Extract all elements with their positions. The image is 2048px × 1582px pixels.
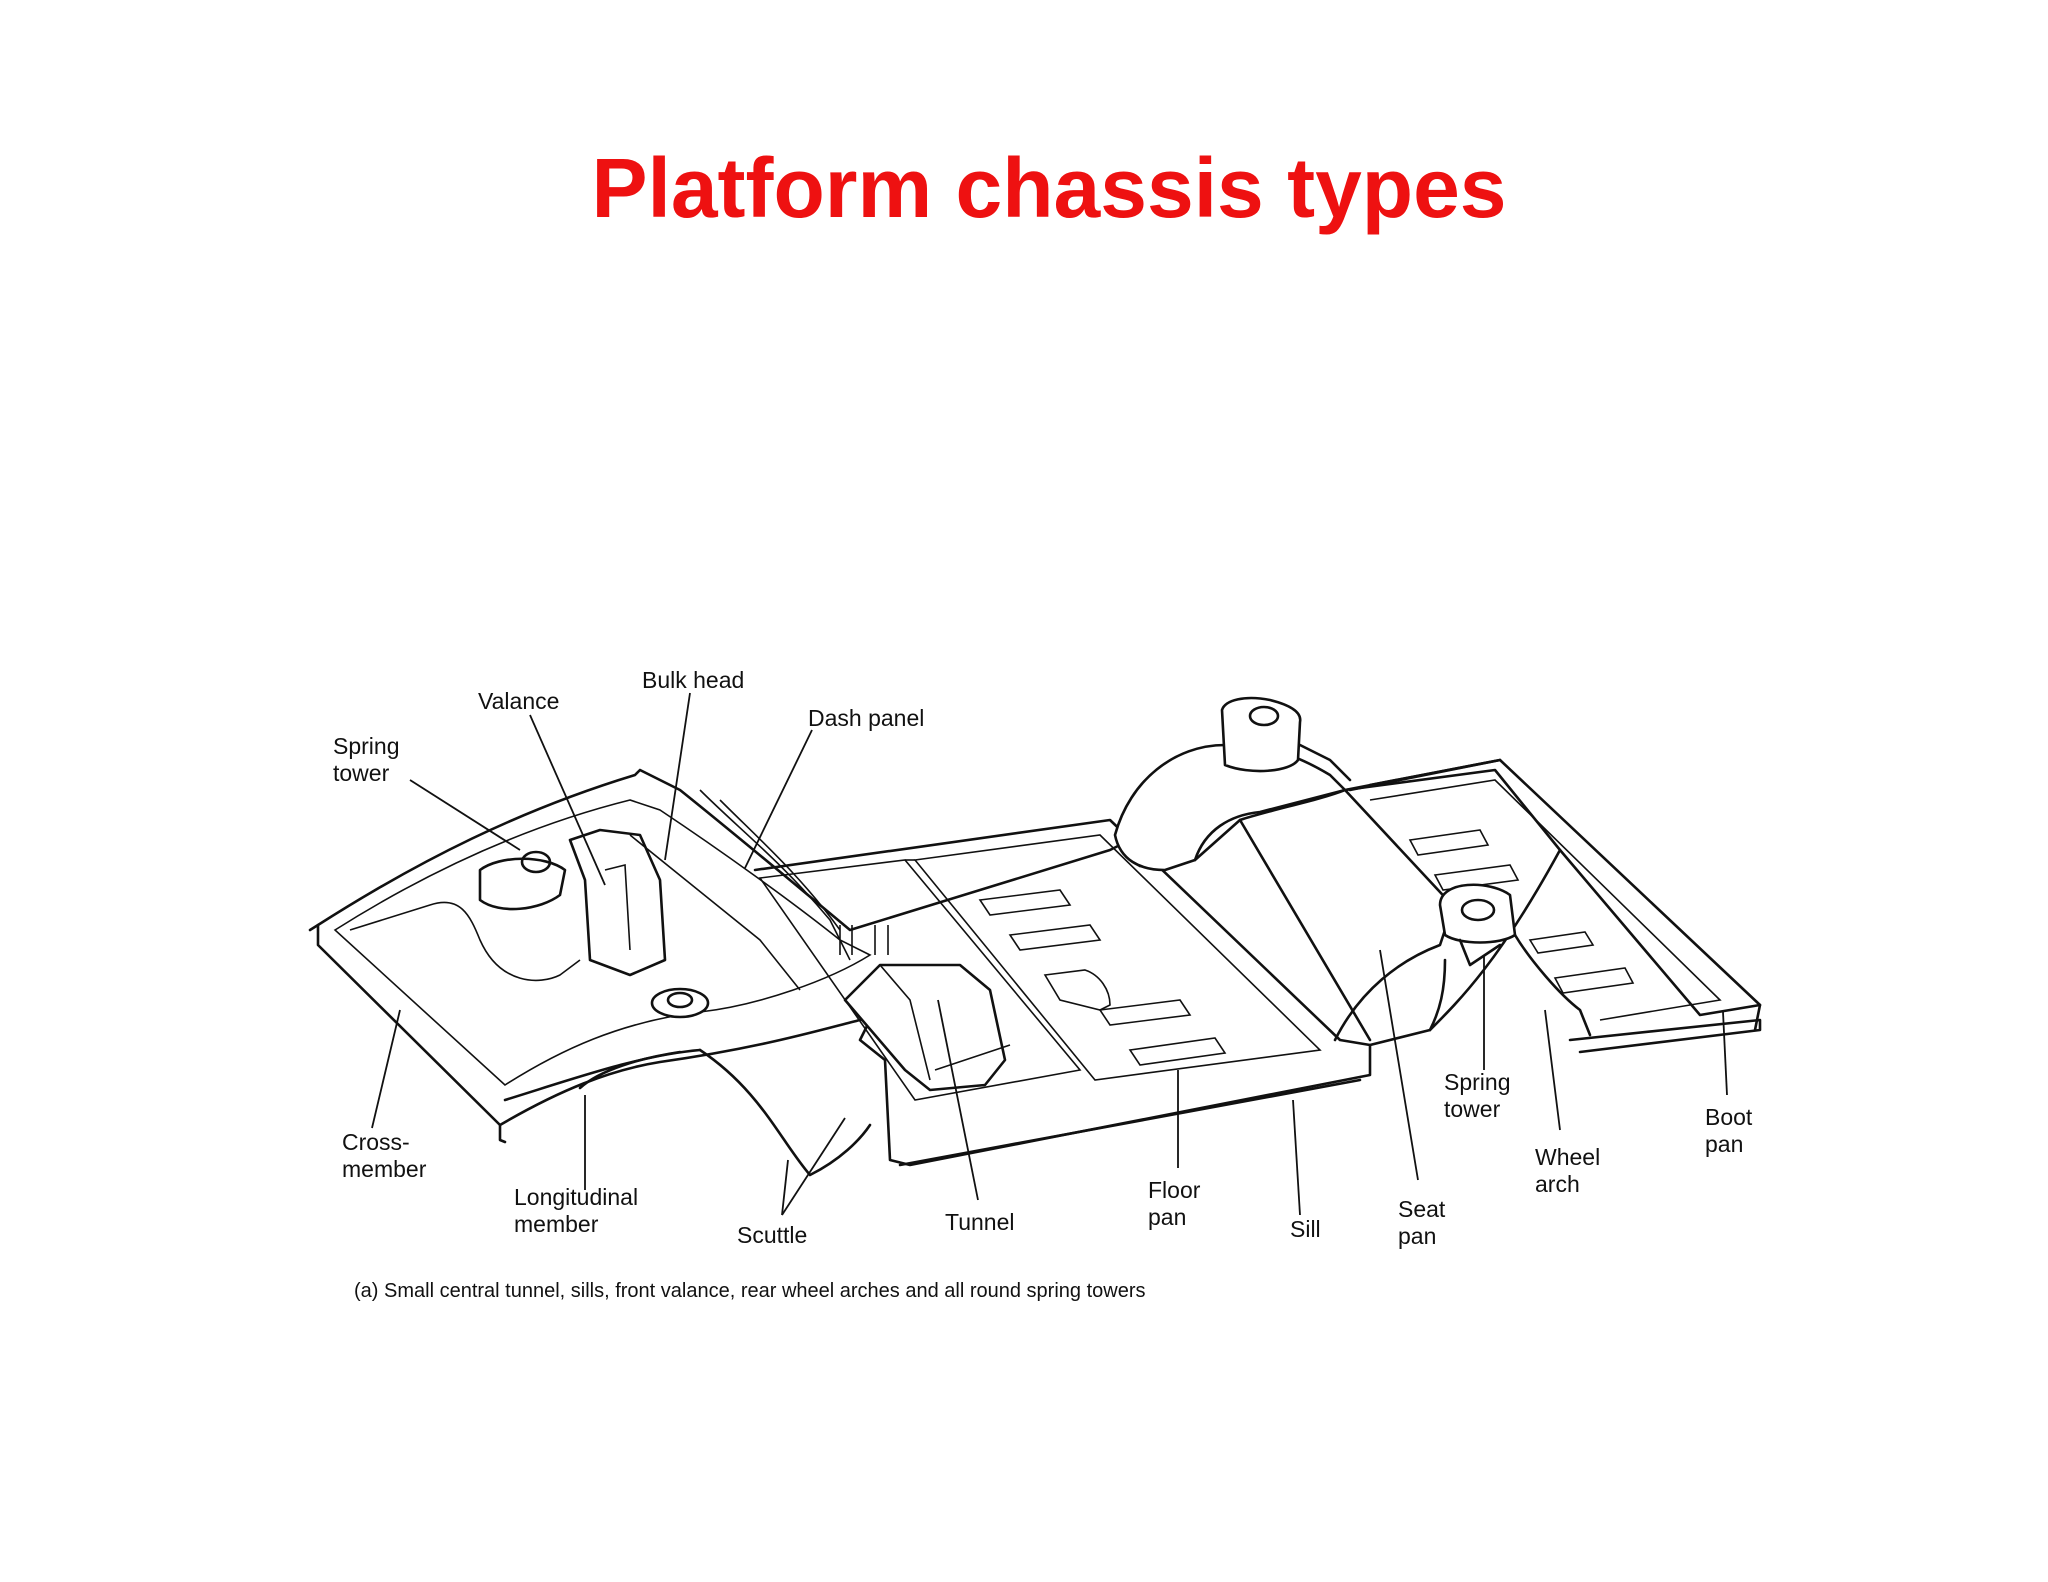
label-tunnel: Tunnel xyxy=(945,1209,1014,1235)
label-floor-pan-line2: pan xyxy=(1148,1204,1186,1230)
label-scuttle: Scuttle xyxy=(737,1222,807,1248)
label-seat-pan-line2: pan xyxy=(1398,1223,1436,1249)
label-floor-pan-line1: Floor xyxy=(1148,1177,1201,1203)
label-longitudinal-member-line1: Longitudinal xyxy=(514,1184,638,1210)
figure-caption: (a) Small central tunnel, sills, front v… xyxy=(354,1280,1145,1302)
label-cross-member-line1: Cross- xyxy=(342,1129,410,1155)
label-spring-tower-rear-line2: tower xyxy=(1444,1096,1501,1122)
label-cross-member-line2: member xyxy=(342,1156,427,1182)
chassis-drawing xyxy=(308,696,1762,1177)
slide-title: Platform chassis types xyxy=(591,141,1507,235)
label-boot-pan-line1: Boot xyxy=(1705,1104,1753,1130)
label-boot-pan-line2: pan xyxy=(1705,1131,1743,1157)
label-wheel-arch-line1: Wheel xyxy=(1535,1144,1600,1170)
label-seat-pan-line1: Seat xyxy=(1398,1196,1446,1222)
diagram-labels: Bulk head Valance Dash panel Spring towe… xyxy=(333,667,1753,1249)
label-bulk-head: Bulk head xyxy=(642,667,744,693)
label-spring-tower-rear-line1: Spring xyxy=(1444,1069,1510,1095)
label-wheel-arch-line2: arch xyxy=(1535,1171,1580,1197)
label-valance: Valance xyxy=(478,688,559,714)
label-longitudinal-member-line2: member xyxy=(514,1211,599,1237)
label-dash-panel: Dash panel xyxy=(808,705,924,731)
leader-lines xyxy=(371,692,1728,1216)
label-spring-tower-front-line2: tower xyxy=(333,760,390,786)
label-spring-tower-front-line1: Spring xyxy=(333,733,399,759)
label-sill: Sill xyxy=(1290,1216,1321,1242)
